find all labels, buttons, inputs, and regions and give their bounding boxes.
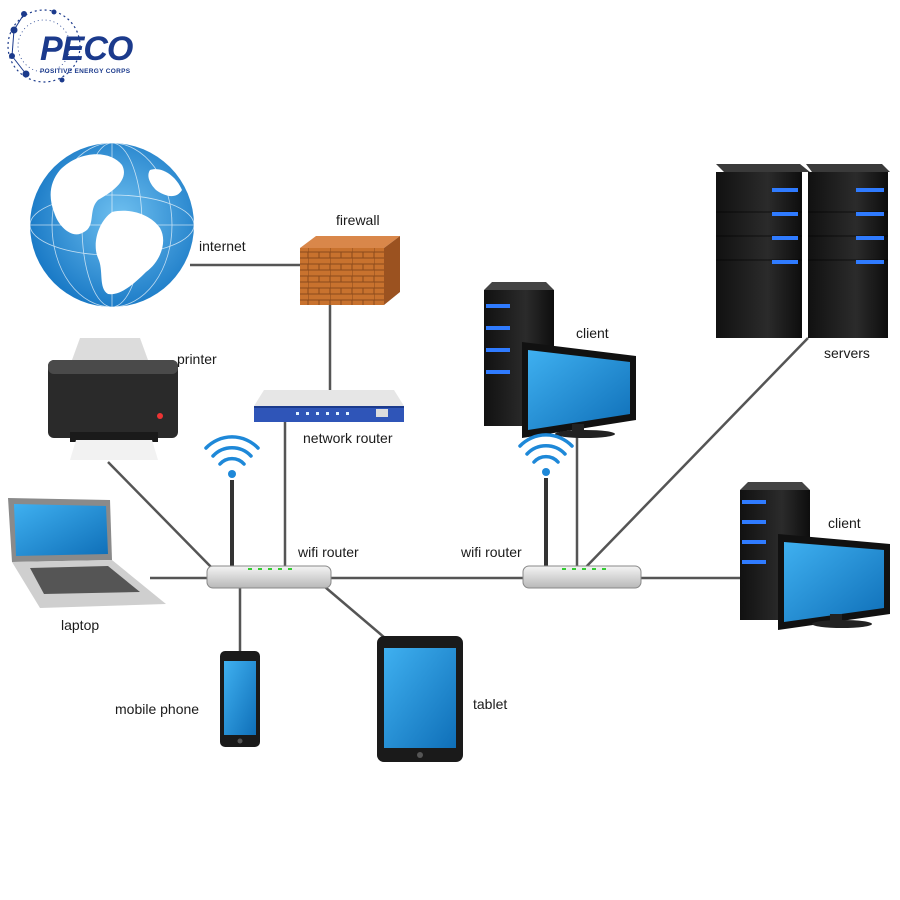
label-client-right: client bbox=[828, 515, 861, 531]
servers-icon bbox=[716, 164, 890, 338]
network-router-icon bbox=[254, 390, 404, 422]
label-wifi-router-left: wifi router bbox=[298, 544, 359, 560]
wifi-router-left-icon bbox=[206, 480, 332, 589]
globe-icon bbox=[29, 142, 195, 308]
label-firewall: firewall bbox=[336, 212, 380, 228]
logo: PECO POSITIVE ENERGY CORPS bbox=[4, 4, 176, 88]
cables bbox=[107, 263, 809, 652]
firewall-icon bbox=[300, 236, 400, 305]
label-mobile-phone: mobile phone bbox=[115, 701, 200, 717]
label-printer: printer bbox=[177, 351, 217, 367]
client-top-monitor-icon bbox=[522, 342, 636, 438]
tablet-icon bbox=[377, 636, 463, 762]
wifi-signal-right-icon bbox=[518, 433, 574, 476]
logo-name: PECO bbox=[40, 30, 133, 68]
label-laptop: laptop bbox=[61, 617, 100, 633]
label-client-top: client bbox=[576, 325, 609, 341]
cable-printer-wifi-left bbox=[107, 461, 213, 569]
cable-servers-wifi-right bbox=[584, 337, 809, 569]
logo-tagline: POSITIVE ENERGY CORPS bbox=[40, 68, 131, 75]
label-wifi-router-right: wifi router bbox=[461, 544, 522, 560]
label-servers: servers bbox=[824, 345, 870, 361]
peco-logo bbox=[7, 9, 81, 83]
laptop-icon bbox=[8, 498, 166, 608]
label-tablet: tablet bbox=[473, 696, 508, 712]
label-network-router: network router bbox=[303, 430, 393, 446]
printer-icon bbox=[48, 338, 178, 460]
mobile-phone-icon bbox=[220, 651, 260, 747]
wifi-router-right-icon bbox=[522, 478, 642, 589]
label-internet: internet bbox=[199, 238, 246, 254]
wifi-signal-left-icon bbox=[204, 435, 260, 478]
cable-wifi-left-tablet bbox=[324, 586, 386, 639]
client-right-monitor-icon bbox=[778, 534, 890, 630]
